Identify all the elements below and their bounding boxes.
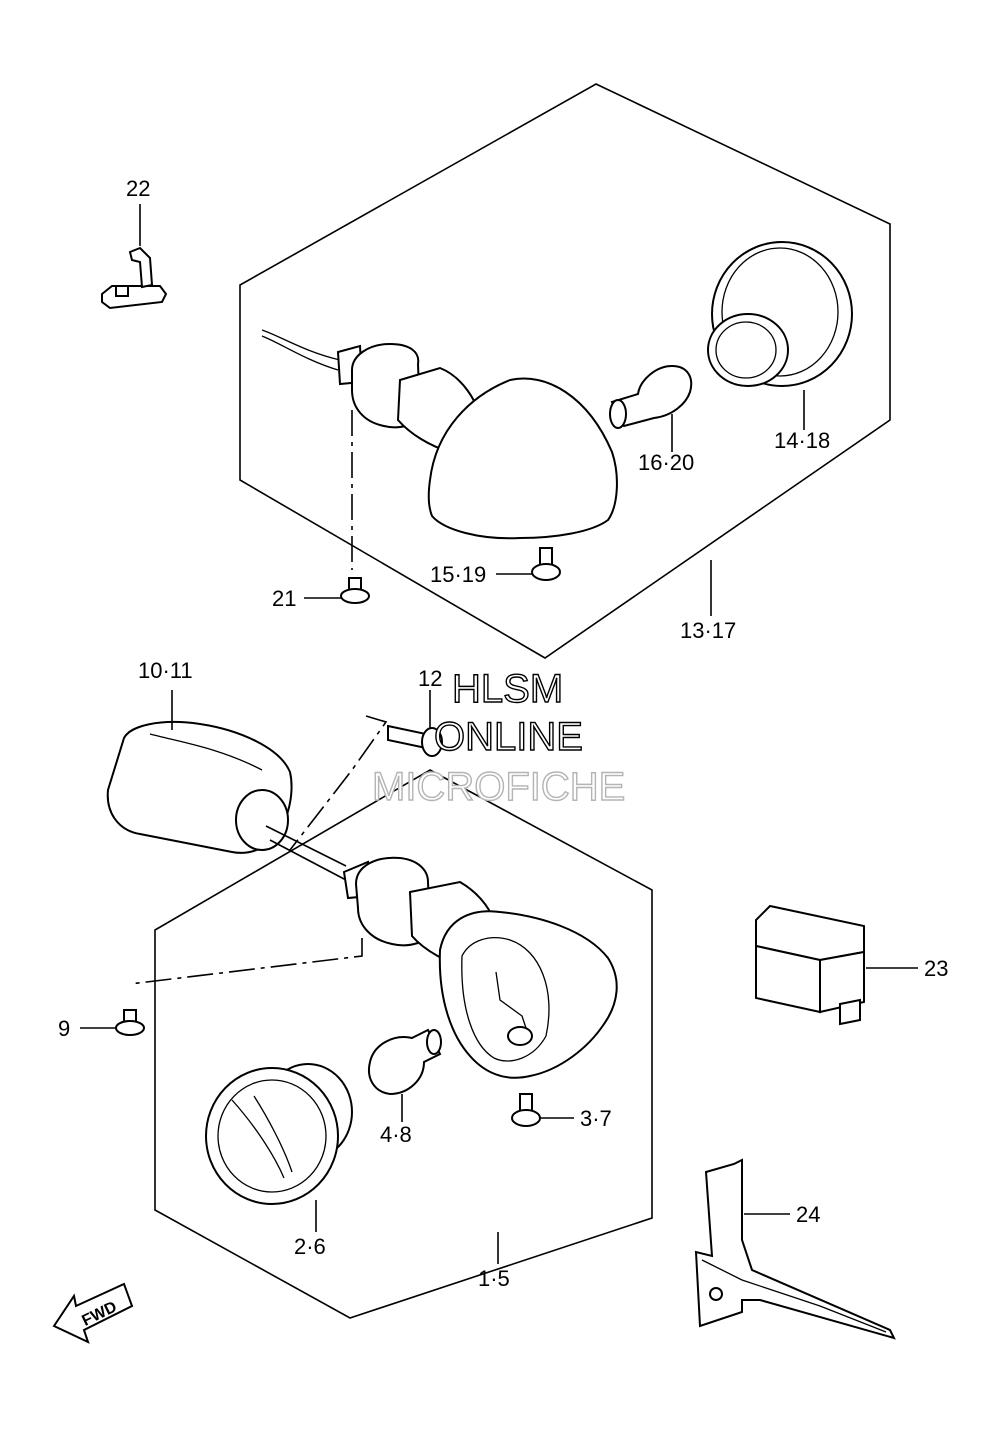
- dash-line-12: [289, 715, 388, 851]
- label-10-11: 10·11: [138, 658, 193, 683]
- label-9: 9: [58, 1016, 70, 1041]
- label-15-19: 15·19: [430, 562, 486, 587]
- fwd-arrow-icon: [52, 1282, 134, 1344]
- part-9-screw: [80, 1009, 145, 1036]
- label-16-20: 16·20: [638, 450, 694, 475]
- assembly-outline-13-17: [239, 83, 891, 659]
- part-24-bracket: [694, 1158, 896, 1340]
- label-3-7: 3·7: [580, 1106, 612, 1131]
- part-14-18-lens: [707, 241, 853, 430]
- watermark-line-2: ONLINE: [434, 715, 583, 759]
- part-15-19-screw: [496, 547, 561, 581]
- label-4-8: 4·8: [380, 1122, 412, 1147]
- part-21-screw: [304, 577, 370, 604]
- dash-line-9: [129, 938, 363, 985]
- label-21: 21: [272, 586, 296, 611]
- part-22-bracket: [101, 204, 168, 310]
- label-14-18: 14·18: [774, 428, 830, 453]
- part-4-8-bulb: [368, 1028, 442, 1122]
- part-10-11-clamp: [106, 690, 293, 854]
- part-12-bolt: [387, 690, 443, 757]
- part-2-6-lens: [205, 1063, 353, 1232]
- label-13-17: 13·17: [680, 618, 736, 643]
- label-1-5: 1·5: [478, 1266, 510, 1291]
- lower-turn-signal-body: [265, 825, 618, 1079]
- label-12: 12: [418, 666, 442, 691]
- assembly-outline-1-5: [154, 769, 653, 1319]
- watermark-line-3: MICROFICHE: [372, 765, 625, 809]
- label-2-6: 2·6: [294, 1234, 326, 1259]
- label-23: 23: [924, 956, 948, 981]
- part-16-20-bulb: [609, 364, 693, 452]
- label-22: 22: [126, 176, 150, 201]
- upper-turn-signal-body: [261, 329, 618, 540]
- part-3-7-screw: [511, 1093, 574, 1127]
- part-23-relay: [755, 904, 918, 1026]
- label-24: 24: [796, 1202, 820, 1227]
- watermark-line-1: HLSM: [452, 667, 563, 711]
